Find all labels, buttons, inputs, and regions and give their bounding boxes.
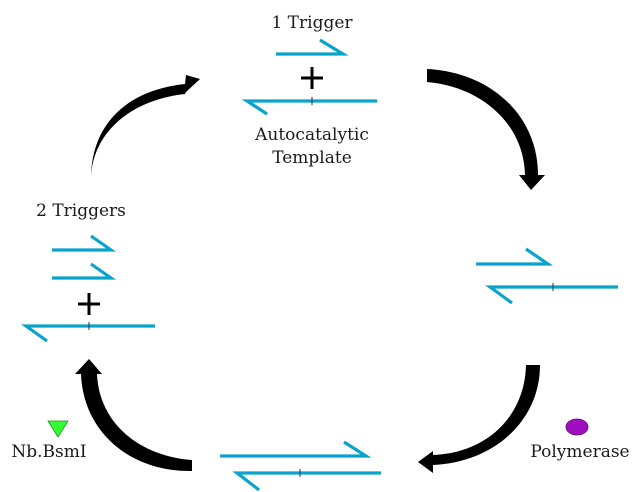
cycle-arrow-top-right bbox=[427, 69, 545, 190]
trigger-strand-left-2 bbox=[52, 262, 117, 280]
plus-sign-left bbox=[78, 293, 100, 315]
label-template-line2: Template bbox=[272, 148, 352, 168]
nicking-enzyme-icon bbox=[47, 420, 69, 438]
trigger-strand-top bbox=[276, 38, 349, 56]
label-template-line1: Autocatalytic bbox=[254, 125, 369, 145]
plus-sign-top bbox=[301, 67, 323, 89]
autocatalytic-template-strand bbox=[241, 97, 377, 116]
cycle-arrow-bottom-left bbox=[75, 359, 192, 472]
extended-duplex-bottom bbox=[220, 440, 381, 492]
cycle-arrow-bottom-right bbox=[418, 365, 540, 473]
label-two-triggers: 2 Triggers bbox=[36, 201, 126, 221]
trigger-strand-left-1 bbox=[52, 234, 117, 252]
template-strand-left bbox=[21, 322, 155, 343]
hybridized-complex-right bbox=[476, 247, 618, 305]
label-nicking-enzyme: Nb.BsmI bbox=[11, 442, 86, 462]
cycle-arrow-top-left bbox=[75, 75, 200, 177]
polymerase-icon bbox=[565, 418, 589, 436]
label-polymerase: Polymerase bbox=[530, 442, 629, 462]
label-one-trigger: 1 Trigger bbox=[271, 13, 353, 33]
